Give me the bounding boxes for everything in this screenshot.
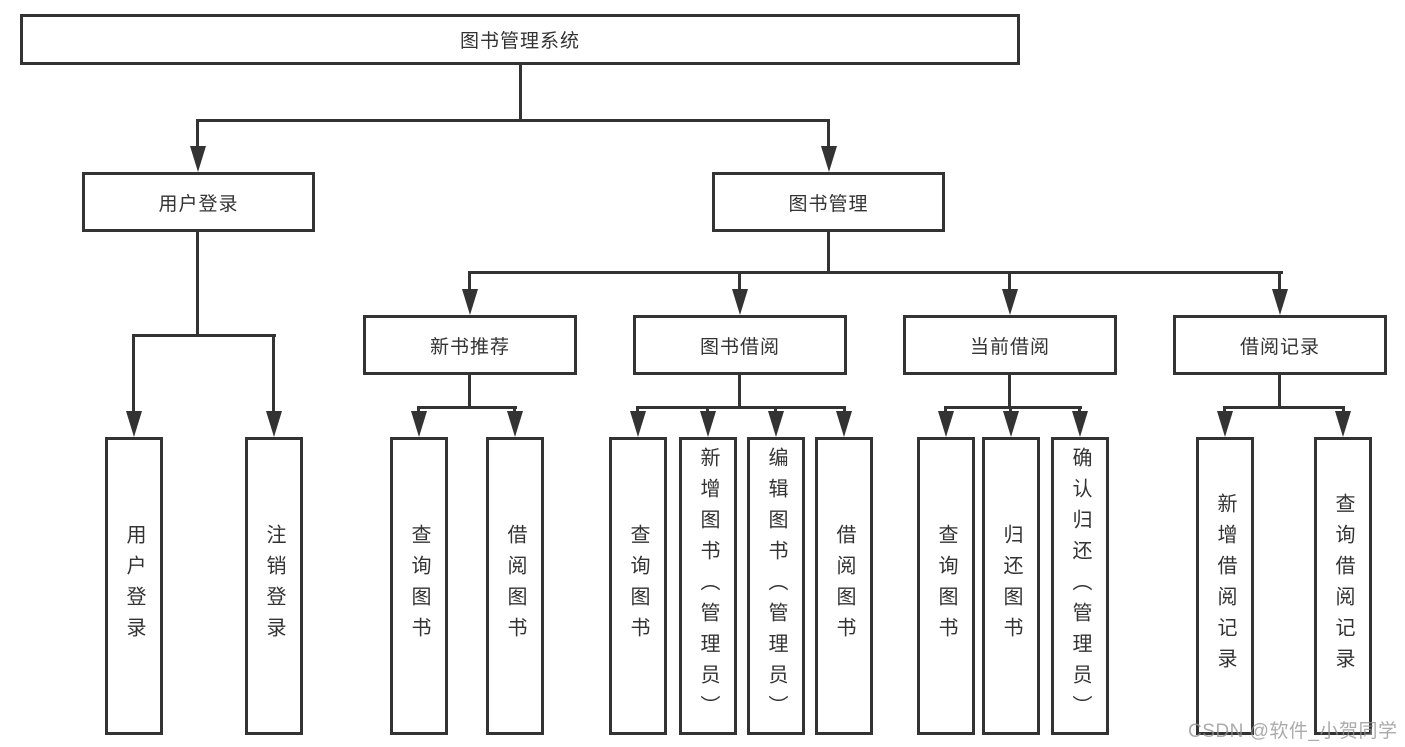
leaf-label: 借阅图书	[504, 524, 526, 648]
connector-bookmgmt-drop-3	[1008, 271, 1011, 293]
connector-current-rail	[944, 406, 1082, 409]
node-user-login: 用户登录	[82, 172, 315, 232]
leaf-user-login: 用户登录	[105, 437, 163, 735]
connector-userlogin-stem	[196, 232, 199, 337]
node-book-management: 图书管理	[712, 172, 945, 232]
connector-userlogin-drop-2	[272, 334, 275, 414]
connector-records-rail	[1223, 406, 1345, 409]
node-label: 图书借阅	[699, 336, 780, 358]
connector-root-stem	[519, 65, 522, 122]
node-label: 用户登录	[158, 193, 239, 215]
leaf-label: 查询借阅记录	[1332, 493, 1354, 679]
connector-root-drop-right	[827, 119, 830, 150]
connector-userlogin-drop-1	[132, 334, 135, 414]
connector-bookmgmt-drop-4	[1278, 271, 1281, 293]
leaf-label: 查询图书	[627, 524, 649, 648]
arrow-down-icon	[836, 411, 852, 437]
node-label: 新书推荐	[429, 336, 510, 358]
arrow-down-icon	[1072, 411, 1088, 437]
leaf-label: 注销登录	[263, 524, 285, 648]
connector-records-stem	[1278, 375, 1281, 409]
node-borrow-records: 借阅记录	[1173, 315, 1387, 375]
arrow-down-icon	[1272, 289, 1288, 315]
leaf-label: 借阅图书	[833, 524, 855, 648]
leaf-borrow-books: 借阅图书	[815, 437, 873, 735]
leaf-add-borrow-record: 新增借阅记录	[1196, 437, 1254, 735]
watermark: CSDN @软件_小贺同学	[1188, 721, 1398, 742]
arrow-down-icon	[266, 411, 282, 437]
leaf-label: 确认归还（管理员）	[1069, 446, 1091, 726]
leaf-add-books-admin: 新增图书（管理员）	[679, 437, 737, 735]
node-current-borrow: 当前借阅	[903, 315, 1117, 375]
connector-bookmgmt-stem	[827, 232, 830, 274]
arrow-down-icon	[1217, 411, 1233, 437]
leaf-query-books-current: 查询图书	[917, 437, 975, 735]
connector-recommend-rail	[417, 406, 517, 409]
leaf-return-books: 归还图书	[982, 437, 1040, 735]
connector-current-stem	[1008, 375, 1011, 409]
arrow-down-icon	[507, 411, 523, 437]
connector-borrow-rail	[636, 406, 846, 409]
connector-bookmgmt-rail	[468, 271, 1283, 274]
leaf-label: 用户登录	[123, 524, 145, 648]
node-label: 当前借阅	[969, 336, 1050, 358]
arrow-down-icon	[411, 411, 427, 437]
arrow-down-icon	[630, 411, 646, 437]
connector-root-rail	[196, 119, 830, 122]
leaf-query-borrow-record: 查询借阅记录	[1314, 437, 1372, 735]
connector-bookmgmt-drop-1	[468, 271, 471, 293]
connector-bookmgmt-drop-2	[738, 271, 741, 293]
node-label: 图书管理系统	[459, 31, 580, 52]
arrow-down-icon	[732, 289, 748, 315]
leaf-label: 新增图书（管理员）	[697, 446, 719, 726]
arrow-down-icon	[700, 411, 716, 437]
leaf-query-books-recommend: 查询图书	[390, 437, 448, 735]
connector-root-drop-left	[196, 119, 199, 150]
leaf-label: 编辑图书（管理员）	[765, 446, 787, 726]
node-book-borrow: 图书借阅	[633, 315, 847, 375]
connector-userlogin-rail	[132, 334, 276, 337]
node-new-book-recommend: 新书推荐	[363, 315, 577, 375]
arrow-down-icon	[190, 146, 206, 172]
leaf-query-books-borrow: 查询图书	[609, 437, 667, 735]
leaf-borrow-books-recommend: 借阅图书	[486, 437, 544, 735]
arrow-down-icon	[126, 411, 142, 437]
leaf-label: 查询图书	[935, 524, 957, 648]
connector-recommend-stem	[468, 375, 471, 409]
arrow-down-icon	[1335, 411, 1351, 437]
leaf-edit-books-admin: 编辑图书（管理员）	[747, 437, 805, 735]
leaf-logout: 注销登录	[245, 437, 303, 735]
arrow-down-icon	[938, 411, 954, 437]
connector-borrow-stem	[738, 375, 741, 409]
arrow-down-icon	[1002, 289, 1018, 315]
arrow-down-icon	[1003, 411, 1019, 437]
arrow-down-icon	[821, 146, 837, 172]
node-book-management-system: 图书管理系统	[20, 14, 1020, 65]
arrow-down-icon	[768, 411, 784, 437]
leaf-confirm-return-admin: 确认归还（管理员）	[1051, 437, 1109, 735]
node-label: 借阅记录	[1239, 336, 1320, 358]
leaf-label: 查询图书	[408, 524, 430, 648]
leaf-label: 归还图书	[1000, 524, 1022, 648]
node-label: 图书管理	[788, 193, 869, 215]
leaf-label: 新增借阅记录	[1214, 493, 1236, 679]
arrow-down-icon	[462, 289, 478, 315]
